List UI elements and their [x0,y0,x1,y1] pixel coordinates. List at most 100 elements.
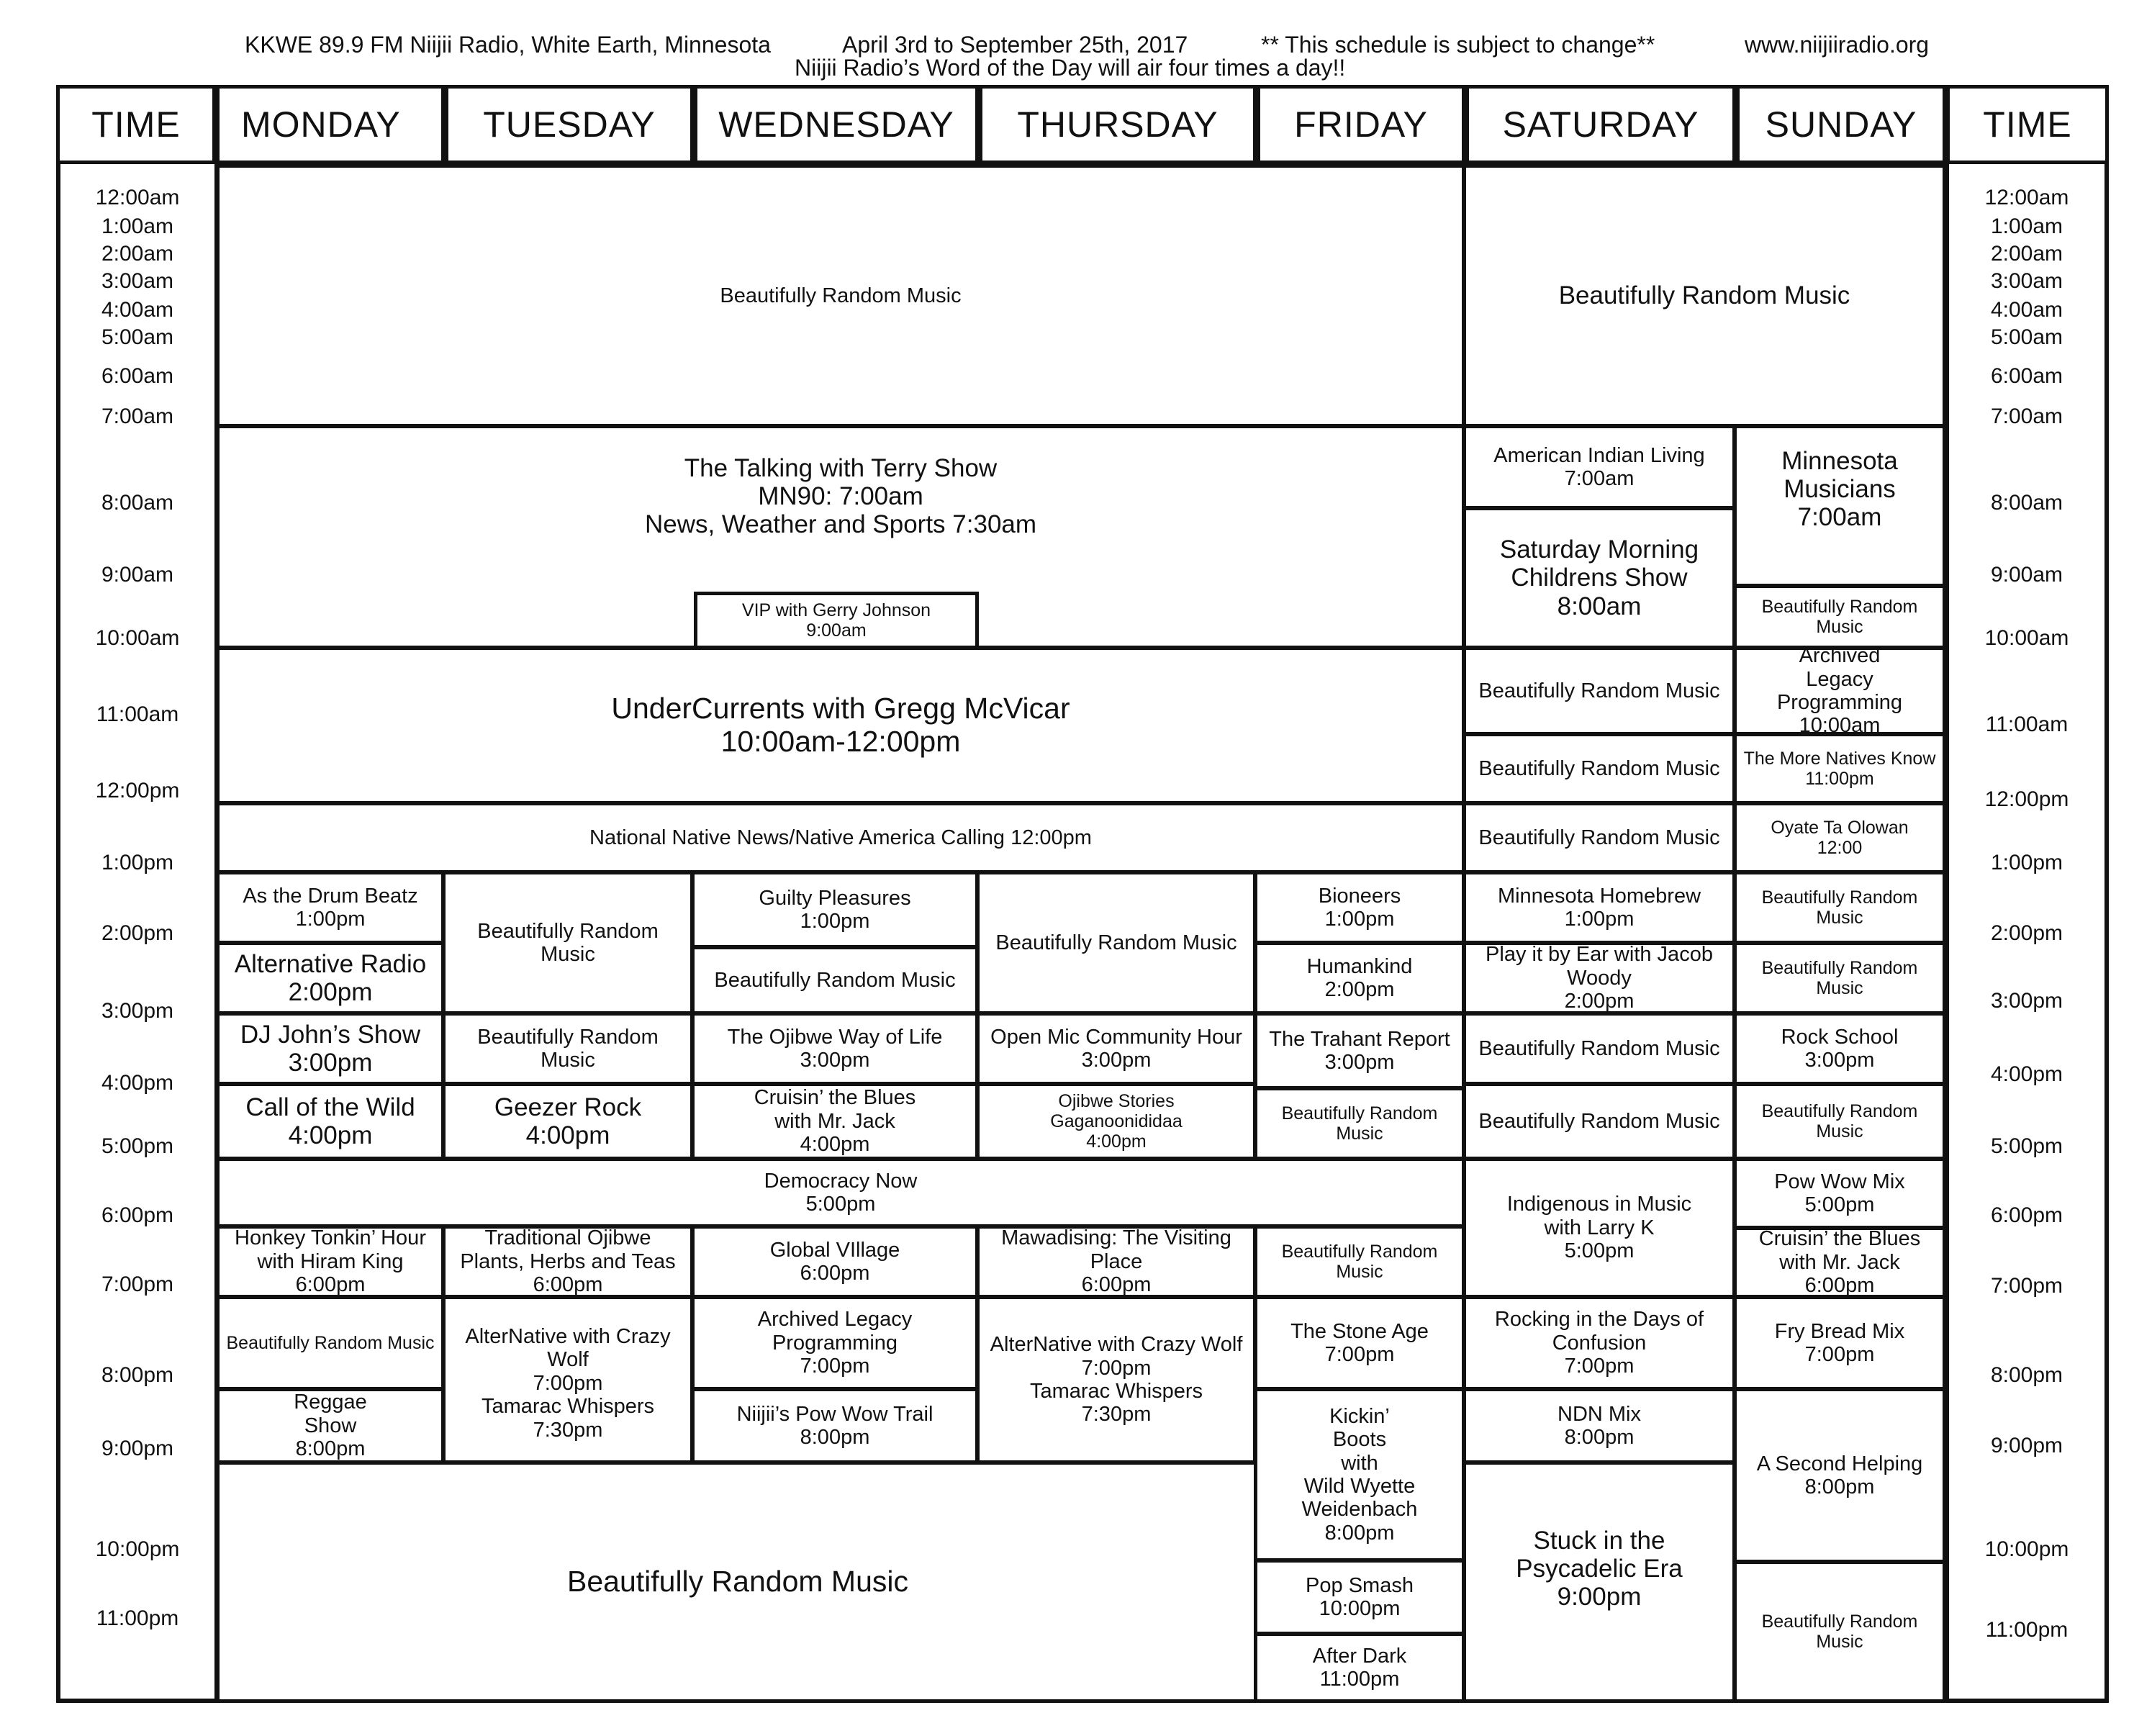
program-block: Beautifully Random Music [1462,1012,1736,1085]
program-block: UnderCurrents with Gregg McVicar 10:00am… [216,646,1465,805]
time-label: 3:00pm [101,999,174,1023]
program-block: AlterNative with Crazy Wolf 7:00pm Tamar… [976,1296,1257,1464]
program-block: Reggae Show 8:00pm [216,1388,445,1464]
col-header-time-left: TIME [56,85,216,164]
time-label: 10:00pm [1984,1537,2069,1561]
schedule-dates: April 3rd to September 25th, 2017 [842,32,1188,58]
program-block: The Stone Age 7:00pm [1254,1296,1465,1391]
program-block: NDN Mix 8:00pm [1462,1388,1736,1464]
col-header-tuesday: TUESDAY [445,85,694,164]
program-block: Minnesota Musicians 7:00am [1733,425,1946,587]
time-label: 2:00am [1990,242,2063,266]
time-label: 3:00am [101,269,174,293]
time-label: 1:00am [1990,214,2063,238]
time-label: 9:00am [101,563,174,587]
time-label: 1:00am [101,214,174,238]
col-header-wednesday: WEDNESDAY [694,85,979,164]
time-label: 9:00pm [1990,1434,2063,1457]
time-label: 10:00am [95,626,180,650]
station-name: KKWE 89.9 FM Niijii Radio, White Earth, … [245,32,771,58]
program-block: Guilty Pleasures 1:00pm [691,871,979,949]
program-block: Beautifully Random Music [1462,802,1736,874]
program-block: The More Natives Know 11:00pm [1733,733,1946,805]
time-label: 2:00am [101,242,174,266]
program-block: Beautifully Random Music [1462,646,1736,736]
time-label: 6:00am [1990,364,2063,388]
program-block: Beautifully Random Music [1733,871,1946,944]
time-label: 12:00pm [1984,787,2069,811]
program-block: Archived Legacy Programming 7:00pm [691,1296,979,1391]
program-block: AlterNative with Crazy Wolf 7:00pm Tamar… [442,1296,694,1464]
time-label: 3:00am [1990,269,2063,293]
time-label: 10:00pm [95,1537,180,1561]
col-header-sunday: SUNDAY [1736,85,1946,164]
website-link[interactable]: www.niijiiradio.org [1745,32,1930,58]
program-block: Play it by Ear with Jacob Woody 2:00pm [1462,941,1736,1015]
time-label: 1:00pm [1990,851,2063,874]
program-block: Minnesota Homebrew 1:00pm [1462,871,1736,944]
program-block: A Second Helping 8:00pm [1733,1388,1946,1563]
col-header-time-right: TIME [1946,85,2109,164]
program-block: As the Drum Beatz 1:00pm [216,871,445,944]
program-block: Beautifully Random Music [442,1012,694,1085]
time-label: 9:00am [1990,563,2063,587]
program-block: Kickin’ Boots with Wild Wyette Weidenbac… [1254,1388,1465,1562]
time-label: 11:00am [1985,713,2069,736]
program-block: Fry Bread Mix 7:00pm [1733,1296,1946,1391]
program-block: Traditional Ojibwe Plants, Herbs and Tea… [442,1225,694,1298]
time-label: 11:00pm [96,1606,179,1630]
program-block: Cruisin’ the Blues with Mr. Jack 6:00pm [1733,1226,1946,1298]
time-label: 5:00am [1990,325,2063,349]
time-label: 5:00pm [1990,1134,2063,1158]
time-label: 4:00am [101,298,174,322]
program-block: Niijii’s Pow Wow Trail 8:00pm [691,1388,979,1464]
time-label: 7:00am [1990,404,2063,428]
program-block: Beautifully Random Music [1462,164,1946,428]
program-block: Open Mic Community Hour 3:00pm [976,1012,1257,1085]
program-block: VIP with Gerry Johnson 9:00am [694,592,979,649]
program-block: Beautifully Random Music [1733,1082,1946,1160]
time-label: 8:00am [101,491,174,515]
time-label: 7:00pm [1990,1274,2063,1298]
time-label: 11:00pm [1985,1618,2069,1642]
time-label: 8:00pm [1990,1363,2063,1387]
program-block: Archived Legacy Programming 10:00am [1733,646,1946,736]
time-label: 12:00am [95,186,180,209]
program-block: Beautifully Random Music [216,1296,445,1391]
program-block: Oyate Ta Olowan 12:00 [1733,802,1946,874]
program-block: Honkey Tonkin’ Hour with Hiram King 6:00… [216,1225,445,1298]
program-block: Geezer Rock 4:00pm [442,1082,694,1160]
program-block: Beautifully Random Music [1462,1082,1736,1160]
time-label: 1:00pm [101,851,174,874]
time-label: 4:00pm [1990,1062,2063,1086]
program-block: The Ojibwe Way of Life 3:00pm [691,1012,979,1085]
program-block: Beautifully Random Music [1254,1225,1465,1298]
time-column-right: 12:00am 1:00am 2:00am 3:00am 4:00am 5:00… [1949,164,2104,1697]
program-block: Ojibwe Stories Gaganoonididaa 4:00pm [976,1082,1257,1160]
time-label: 6:00pm [1990,1203,2063,1227]
program-block: Beautifully Random Music [691,946,979,1015]
program-block: Beautifully Random Music [442,871,694,1015]
time-label: 11:00am [96,702,179,726]
word-of-the-day-note: Niijii Radio’s Word of the Day will air … [795,55,1346,81]
time-label: 2:00pm [101,921,174,945]
program-block: Democracy Now 5:00pm [216,1157,1465,1228]
program-block: Pop Smash 10:00pm [1254,1559,1465,1635]
program-block: Bioneers 1:00pm [1254,871,1465,944]
program-block: Rocking in the Days of Confusion 7:00pm [1462,1296,1736,1391]
program-block: National Native News/Native America Call… [216,802,1465,874]
program-block: Beautifully Random Music [1254,1087,1465,1160]
col-header-thursday: THURSDAY [979,85,1257,164]
time-label: 12:00pm [95,779,180,803]
program-block: Beautifully Random Music [976,871,1257,1015]
program-block: Global VIllage 6:00pm [691,1225,979,1298]
program-block: American Indian Living 7:00am [1462,425,1736,510]
program-block: Mawadising: The Visiting Place 6:00pm [976,1225,1257,1298]
program-block: The Trahant Report 3:00pm [1254,1012,1465,1090]
schedule-notice: ** This schedule is subject to change** [1261,32,1655,58]
program-block: Indigenous in Music with Larry K 5:00pm [1462,1157,1736,1298]
program-block: Humankind 2:00pm [1254,941,1465,1015]
program-block: After Dark 11:00pm [1254,1632,1465,1703]
time-label: 4:00pm [101,1071,174,1095]
time-right-divider [1945,164,1949,1703]
